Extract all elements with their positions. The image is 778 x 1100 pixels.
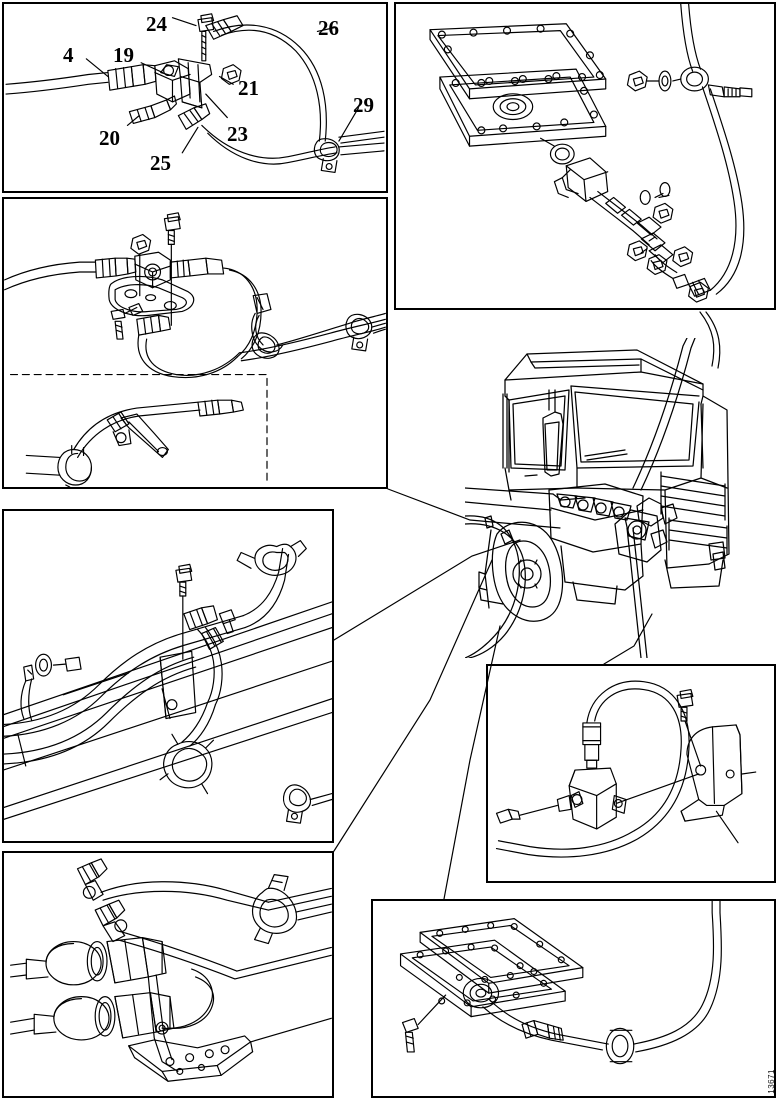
truck-art: [465, 338, 730, 658]
callout-21: 21: [238, 76, 259, 100]
panel-7-art: [399, 901, 722, 1065]
panel-1-art: [5, 13, 385, 173]
truck-reference-illustration: [465, 338, 765, 658]
panel-2-art: [4, 212, 386, 487]
callout-23: 23: [227, 122, 248, 146]
callout-20: 20: [99, 126, 120, 150]
panel-gasket-plate-pipe-assembly-detail: [371, 899, 776, 1098]
panel-cylinder-head-hose-connection-detail: [2, 851, 334, 1098]
callout-29: 29: [353, 93, 374, 117]
panel-4-art: [4, 540, 332, 824]
callout-24: 24: [146, 12, 167, 36]
callout-26: 26: [318, 16, 339, 40]
callout-25: 25: [150, 151, 171, 175]
callout-19: 19: [113, 43, 134, 67]
callout-4: 4: [63, 43, 74, 67]
panel-pressure-valve-hose-loop-detail: [486, 664, 776, 883]
panel-gasket-and-valve-block-detail: [394, 2, 776, 310]
panel-5-art: [10, 858, 332, 1082]
sheet-code-watermark: 13671: [767, 1069, 776, 1094]
panel-mounting-plate-hose-routing-detail: [2, 197, 388, 489]
panel-3-art: [429, 4, 753, 303]
panel-air-line-tee-connector-detail: [2, 2, 388, 193]
panel-6-art: [495, 680, 757, 858]
panel-chassis-rail-hose-bracket-detail: [2, 509, 334, 843]
